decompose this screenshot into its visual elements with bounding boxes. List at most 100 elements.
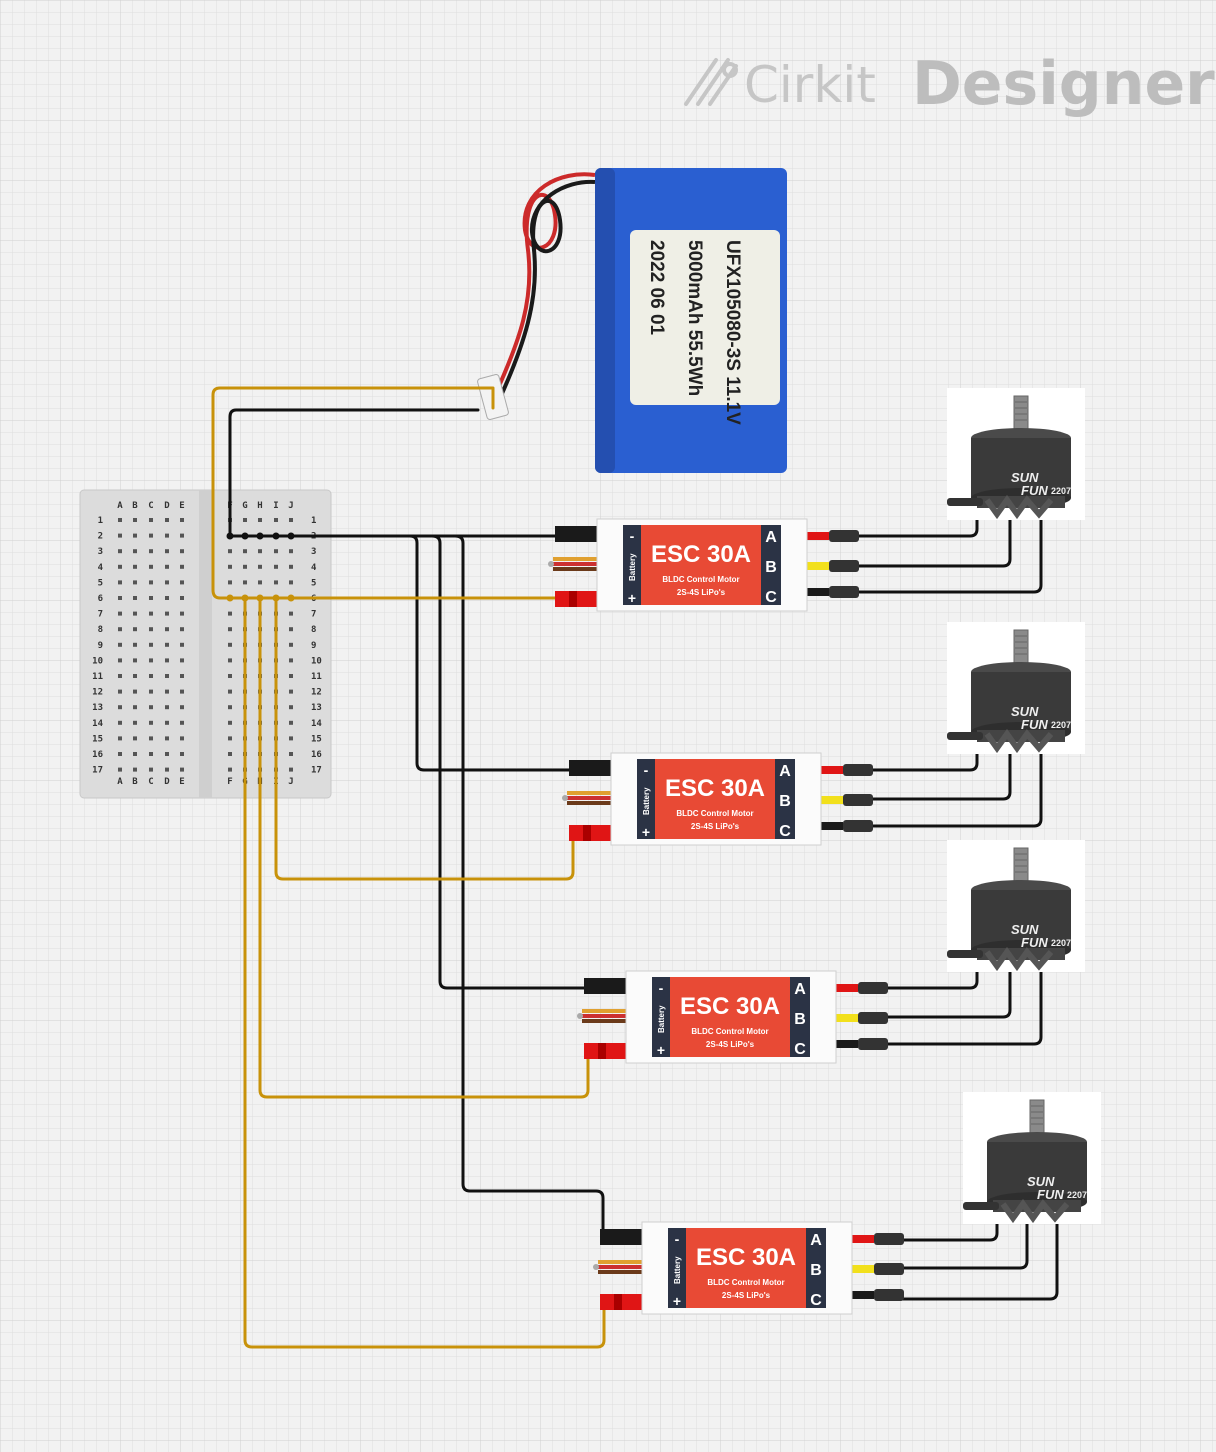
- breadboard-hole[interactable]: [118, 736, 122, 741]
- breadboard-hole[interactable]: [180, 767, 184, 772]
- breadboard-hole[interactable]: [118, 689, 122, 694]
- breadboard-hole[interactable]: [228, 611, 232, 616]
- breadboard-hole[interactable]: [180, 518, 184, 522]
- breadboard-hole[interactable]: [180, 611, 184, 616]
- breadboard-hole[interactable]: [118, 564, 122, 569]
- breadboard-hole[interactable]: [165, 736, 169, 741]
- breadboard-hole[interactable]: [149, 642, 153, 647]
- wire-positive-esc4[interactable]: [243, 596, 606, 1349]
- breadboard-hole[interactable]: [133, 705, 137, 710]
- breadboard-hole[interactable]: [133, 642, 137, 647]
- breadboard-hole[interactable]: [228, 705, 232, 710]
- breadboard-hole[interactable]: [118, 611, 122, 616]
- breadboard-hole[interactable]: [165, 611, 169, 616]
- breadboard-hole[interactable]: [133, 596, 137, 600]
- breadboard-hole[interactable]: [165, 518, 169, 522]
- wire-positive-esc3[interactable]: [258, 596, 590, 1099]
- breadboard-hole[interactable]: [149, 518, 153, 522]
- wire-ground-esc3[interactable]: [430, 534, 600, 990]
- breadboard-hole[interactable]: [180, 658, 184, 663]
- wire-ground-esc2[interactable]: [408, 534, 584, 772]
- breadboard-hole[interactable]: [133, 611, 137, 616]
- breadboard-hole[interactable]: [165, 767, 169, 772]
- breadboard-hole[interactable]: [149, 533, 153, 538]
- breadboard-hole[interactable]: [228, 736, 232, 741]
- breadboard-hole[interactable]: [133, 752, 137, 756]
- breadboard-hole[interactable]: [133, 674, 137, 678]
- breadboard-hole[interactable]: [118, 627, 122, 632]
- breadboard-hole[interactable]: [228, 549, 232, 554]
- breadboard-hole[interactable]: [133, 518, 137, 522]
- breadboard-hole[interactable]: [118, 580, 122, 585]
- breadboard-hole[interactable]: [133, 627, 137, 632]
- breadboard-hole[interactable]: [243, 549, 247, 554]
- breadboard-hole[interactable]: [289, 674, 293, 678]
- breadboard-hole[interactable]: [180, 736, 184, 741]
- breadboard-hole[interactable]: [228, 627, 232, 632]
- breadboard-hole[interactable]: [133, 580, 137, 585]
- breadboard-hole[interactable]: [149, 689, 153, 694]
- breadboard-hole[interactable]: [258, 564, 262, 569]
- breadboard-hole[interactable]: [180, 720, 184, 725]
- breadboard-hole[interactable]: [289, 642, 293, 647]
- breadboard-hole[interactable]: [165, 533, 169, 538]
- breadboard-hole[interactable]: [289, 720, 293, 725]
- breadboard-hole[interactable]: [165, 720, 169, 725]
- wire-battery-ground[interactable]: [228, 408, 480, 538]
- breadboard-hole[interactable]: [289, 627, 293, 632]
- breadboard-hole[interactable]: [149, 767, 153, 772]
- breadboard-hole[interactable]: [118, 767, 122, 772]
- breadboard-hole[interactable]: [289, 658, 293, 663]
- breadboard-hole[interactable]: [149, 627, 153, 632]
- breadboard-hole[interactable]: [180, 674, 184, 678]
- breadboard-hole[interactable]: [289, 564, 293, 569]
- breadboard-hole[interactable]: [289, 580, 293, 585]
- breadboard-hole[interactable]: [118, 533, 122, 538]
- breadboard-hole[interactable]: [274, 518, 278, 522]
- breadboard-hole[interactable]: [133, 720, 137, 725]
- breadboard-hole[interactable]: [228, 658, 232, 663]
- breadboard-hole[interactable]: [149, 596, 153, 600]
- breadboard-hole[interactable]: [243, 564, 247, 569]
- breadboard-hole[interactable]: [165, 642, 169, 647]
- breadboard-hole[interactable]: [289, 611, 293, 616]
- breadboard-hole[interactable]: [165, 705, 169, 710]
- breadboard-hole[interactable]: [149, 752, 153, 756]
- breadboard-hole[interactable]: [133, 689, 137, 694]
- breadboard-hole[interactable]: [118, 705, 122, 710]
- breadboard-hole[interactable]: [289, 752, 293, 756]
- breadboard-hole[interactable]: [180, 564, 184, 569]
- breadboard-hole[interactable]: [133, 736, 137, 741]
- breadboard-hole[interactable]: [149, 674, 153, 678]
- breadboard-hole[interactable]: [149, 658, 153, 663]
- breadboard-hole[interactable]: [165, 674, 169, 678]
- breadboard-hole[interactable]: [165, 752, 169, 756]
- breadboard-hole[interactable]: [133, 549, 137, 554]
- wire-battery-positive[interactable]: [211, 386, 495, 600]
- wire-ground-esc4[interactable]: [453, 534, 605, 1235]
- breadboard-hole[interactable]: [180, 596, 184, 600]
- breadboard-hole[interactable]: [165, 549, 169, 554]
- breadboard-hole[interactable]: [149, 580, 153, 585]
- breadboard-hole[interactable]: [118, 658, 122, 663]
- breadboard-hole[interactable]: [118, 674, 122, 678]
- breadboard-hole[interactable]: [149, 549, 153, 554]
- breadboard-hole[interactable]: [165, 658, 169, 663]
- breadboard-hole[interactable]: [133, 564, 137, 569]
- breadboard-hole[interactable]: [149, 720, 153, 725]
- breadboard-hole[interactable]: [228, 720, 232, 725]
- breadboard-hole[interactable]: [243, 580, 247, 585]
- breadboard-hole[interactable]: [228, 752, 232, 756]
- breadboard-hole[interactable]: [228, 564, 232, 569]
- breadboard-hole[interactable]: [228, 689, 232, 694]
- breadboard-hole[interactable]: [180, 642, 184, 647]
- breadboard-hole[interactable]: [289, 736, 293, 741]
- breadboard-hole[interactable]: [118, 518, 122, 522]
- breadboard-hole[interactable]: [165, 627, 169, 632]
- breadboard-hole[interactable]: [228, 642, 232, 647]
